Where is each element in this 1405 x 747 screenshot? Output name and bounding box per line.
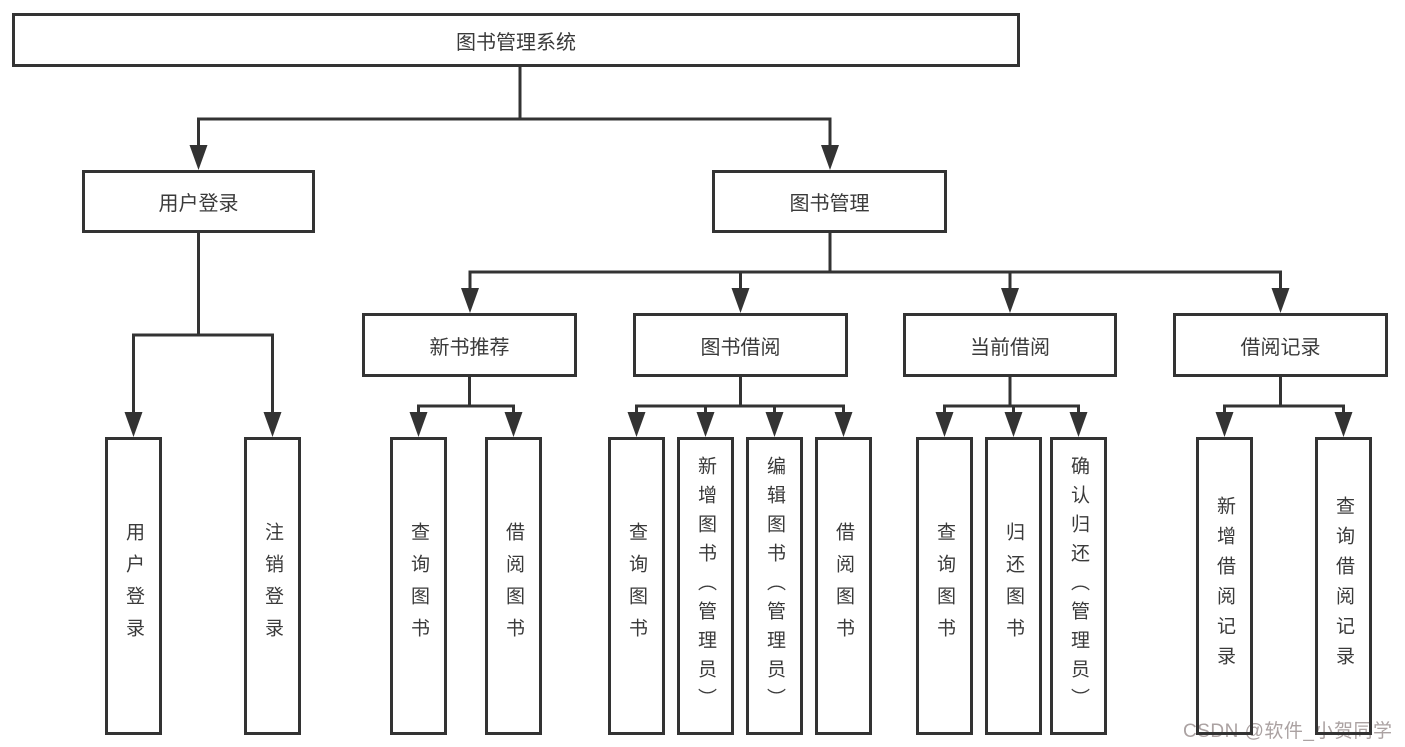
node-new-book-recommendation: 新书推荐 — [362, 313, 577, 377]
node-borrowing-records: 借阅记录 — [1173, 313, 1388, 377]
csdn-watermark: CSDN @软件_小贺同学 — [1183, 721, 1393, 742]
node-leaf-borrow-books-borrowing: 借阅图书 — [815, 437, 872, 735]
node-leaf-query-books-current: 查询图书 — [916, 437, 973, 735]
node-leaf-logout: 注销登录 — [244, 437, 301, 735]
node-leaf-query-books-borrowing: 查询图书 — [608, 437, 665, 735]
node-leaf-user-login: 用户登录 — [105, 437, 162, 735]
node-leaf-query-books-recommend: 查询图书 — [390, 437, 447, 735]
node-leaf-query-borrow-record: 查询借阅记录 — [1315, 437, 1372, 735]
node-current-borrowing: 当前借阅 — [903, 313, 1117, 377]
node-leaf-add-book-admin: 新增图书（管理员） — [677, 437, 734, 735]
node-leaf-return-book: 归还图书 — [985, 437, 1042, 735]
node-book-management: 图书管理 — [712, 170, 947, 233]
node-leaf-confirm-return-admin: 确认归还（管理员） — [1050, 437, 1107, 735]
node-library-management-system: 图书管理系统 — [12, 13, 1020, 67]
node-leaf-borrow-books-recommend: 借阅图书 — [485, 437, 542, 735]
node-leaf-add-borrow-record: 新增借阅记录 — [1196, 437, 1253, 735]
node-user-login: 用户登录 — [82, 170, 315, 233]
node-book-borrowing: 图书借阅 — [633, 313, 848, 377]
node-leaf-edit-book-admin: 编辑图书（管理员） — [746, 437, 803, 735]
